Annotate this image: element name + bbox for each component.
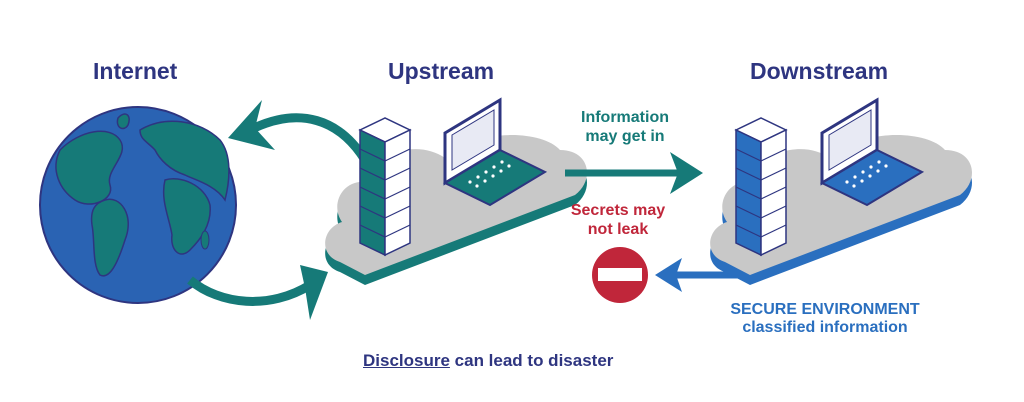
secrets-line1: Secrets may [570,202,666,219]
info-in-line1: Information [581,109,669,126]
arrowhead-to-upstream [300,265,328,320]
arrow-to-internet [247,113,369,163]
secure-env-line2: classified information [742,319,908,336]
no-entry-icon [592,247,648,303]
upstream-server-icon [358,117,412,257]
upstream-laptop-icon [442,97,548,207]
arrowhead-to-internet [228,100,275,150]
upstream-label: Upstream [388,58,495,84]
arrow-to-upstream [187,276,313,306]
info-in-arrow [565,152,703,194]
globe-icon [39,106,237,304]
secrets-line2: not leak [587,221,649,238]
downstream-server-icon [734,117,788,257]
footer-rest: can lead to disaster [449,351,614,370]
downstream-label: Downstream [750,58,889,84]
secure-env-line1: SECURE ENVIRONMENT [730,301,920,318]
internet-label: Internet [93,58,178,84]
secrets-label: Secrets may not leak [558,201,678,239]
leak-arrow [655,258,740,292]
disclosure-link[interactable]: Disclosure [363,351,450,370]
downstream-laptop-icon [819,97,925,207]
info-in-label: Information may get in [570,108,680,146]
secure-environment-label: SECURE ENVIRONMENT classified informatio… [705,301,945,337]
internet-upstream-arrows [187,100,369,320]
info-in-line2: may get in [585,128,665,145]
footer-caption: Disclosure can lead to disaster [363,351,613,371]
